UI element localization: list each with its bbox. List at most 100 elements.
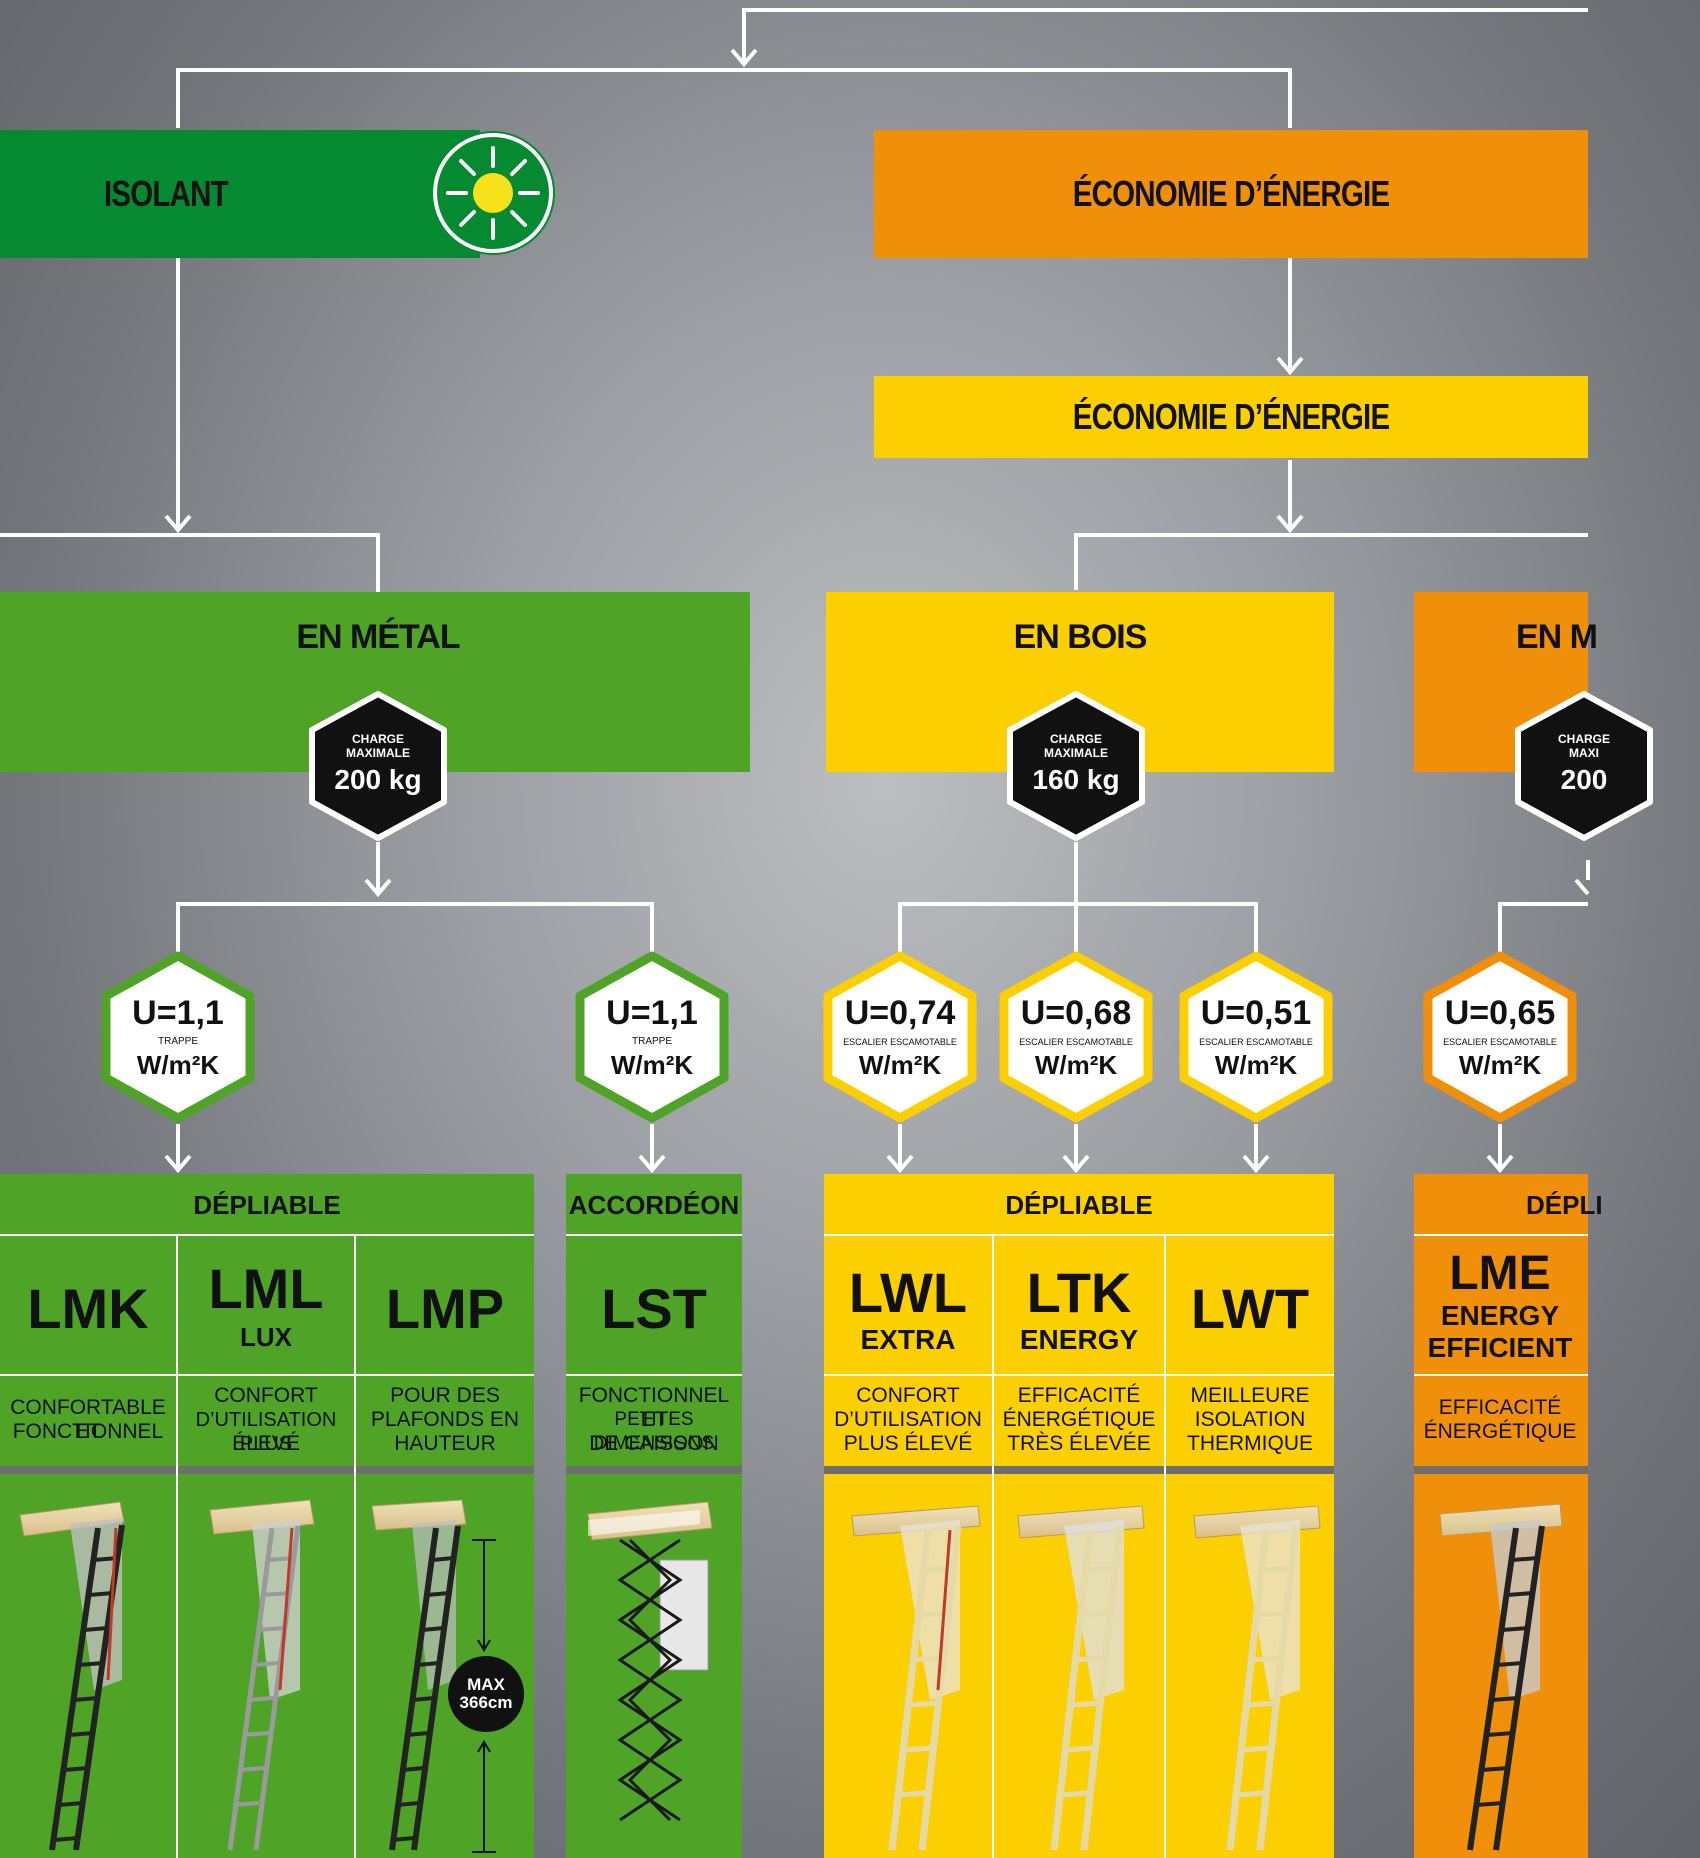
divider xyxy=(566,1374,742,1376)
economie-sub-header: ÉCONOMIE D’ÉNERGIE xyxy=(874,376,1588,458)
product-sub: EFFICIENT xyxy=(1427,1332,1573,1363)
divider xyxy=(0,1234,534,1236)
charge-label-1: CHARGE xyxy=(1557,732,1610,746)
product-sub: ENERGY xyxy=(1019,1324,1139,1355)
arrow-down-icon xyxy=(1062,1154,1090,1174)
max-height-label: MAX 366cm xyxy=(459,1675,513,1712)
arrow-heads xyxy=(164,48,1590,1174)
ladder-lwl xyxy=(851,1505,981,1851)
ladder-ltk xyxy=(1017,1505,1145,1851)
arrow-down-icon xyxy=(1486,1154,1514,1174)
charge-label-2: MAXIMALE xyxy=(1044,746,1108,760)
u-value-unit: W/m²K xyxy=(1458,1050,1542,1080)
group-title: DÉPLIABLE xyxy=(1005,1190,1153,1220)
arrow-down-icon xyxy=(1242,1154,1270,1174)
u-value-sub: ESCALIER ESCAMOTABLE xyxy=(1443,1037,1557,1047)
economie-header: ÉCONOMIE D’ÉNERGIE xyxy=(874,130,1588,258)
divider-bar xyxy=(0,1466,534,1474)
u-value-badge: U=0,51 ESCALIER ESCAMOTABLE W/m²K xyxy=(1178,950,1334,1124)
isolant-header: ISOLANT xyxy=(0,130,480,258)
charge-label-2: MAXIMALE xyxy=(346,746,410,760)
arrow-down-icon xyxy=(364,878,392,898)
divider-bar xyxy=(566,1466,742,1474)
product-sub: ENERGY xyxy=(1440,1300,1560,1331)
u-value-sub: ESCALIER ESCAMOTABLE xyxy=(843,1037,957,1047)
divider xyxy=(0,1374,534,1376)
ladder-lwt xyxy=(1193,1505,1321,1851)
charge-badge-metal: CHARGE MAXIMALE 200 kg xyxy=(306,690,450,842)
product-name: LMP xyxy=(385,1277,505,1340)
product-lwt[interactable]: LWT xyxy=(1166,1236,1334,1374)
bois-label: EN BOIS xyxy=(1013,618,1148,656)
arrow-down-icon xyxy=(164,514,192,534)
group-title: DÉPLI xyxy=(1526,1190,1603,1220)
charge-value: 200 kg xyxy=(334,764,422,795)
arrow-down-icon xyxy=(886,1154,914,1174)
metal2-label: EN M xyxy=(1516,618,1598,656)
product-name: LMK xyxy=(27,1277,149,1340)
arrow-down-icon xyxy=(638,1154,666,1174)
ladder-lme xyxy=(1439,1503,1563,1851)
charge-value: 200 xyxy=(1560,764,1608,795)
divider xyxy=(992,1234,994,1858)
product-name: LME xyxy=(1449,1247,1551,1300)
product-desc: POUR DES PLAFONDS EN HAUTEUR xyxy=(370,1384,520,1455)
product-lmk[interactable]: LMK xyxy=(0,1236,176,1374)
product-name: LST xyxy=(601,1277,707,1340)
product-ltk[interactable]: LTK ENERGY xyxy=(994,1236,1164,1374)
product-lwl[interactable]: LWL EXTRA xyxy=(824,1236,992,1374)
isolant-label: ISOLANT xyxy=(104,173,229,214)
arrow-down-icon xyxy=(164,1154,192,1174)
u-value-sub: ESCALIER ESCAMOTABLE xyxy=(1019,1037,1133,1047)
divider xyxy=(1414,1234,1588,1236)
arrow-down-icon xyxy=(1276,514,1304,534)
ladder-lmp xyxy=(371,1499,524,1853)
u-value-unit: W/m²K xyxy=(858,1050,942,1080)
divider xyxy=(1164,1234,1166,1858)
product-lst[interactable]: LST xyxy=(566,1236,742,1374)
product-name: LTK xyxy=(1026,1261,1132,1324)
charge-label-1: CHARGE xyxy=(351,732,404,746)
connector-lines xyxy=(0,0,1588,1858)
u-value-badge: U=1,1 TRAPPE W/m²K xyxy=(100,950,256,1124)
product-sub: LUX xyxy=(240,1322,292,1352)
u-value-sub: ESCALIER ESCAMOTABLE xyxy=(1199,1037,1313,1047)
u-value-sub: TRAPPE xyxy=(631,1036,672,1047)
u-value-sub: TRAPPE xyxy=(157,1036,198,1047)
charge-badge-metal2: CHARGE MAXI 200 xyxy=(1512,690,1653,842)
u-value: U=0,51 xyxy=(1200,994,1312,1032)
u-value: U=0,74 xyxy=(844,994,956,1032)
u-value: U=0,68 xyxy=(1020,994,1132,1032)
product-sub: EXTRA xyxy=(860,1324,956,1355)
u-value-unit: W/m²K xyxy=(136,1050,220,1080)
divider xyxy=(354,1234,356,1858)
u-value-badge: U=0,68 ESCALIER ESCAMOTABLE W/m²K xyxy=(998,950,1154,1124)
product-desc: EFFICACITÉ ÉNERGÉTIQUE xyxy=(1423,1396,1577,1443)
product-lml[interactable]: LML LUX xyxy=(178,1236,354,1374)
charge-value: 160 kg xyxy=(1032,764,1120,795)
u-value-badge: U=1,1 TRAPPE W/m²K xyxy=(574,950,730,1124)
economie-label: ÉCONOMIE D’ÉNERGIE xyxy=(1072,173,1390,214)
ladder-lst xyxy=(587,1501,713,1822)
divider-bar xyxy=(824,1466,1334,1474)
u-value: U=0,65 xyxy=(1444,994,1556,1032)
divider xyxy=(824,1374,1334,1376)
u-value-badge: U=0,74 ESCALIER ESCAMOTABLE W/m²K xyxy=(822,950,978,1124)
divider xyxy=(176,1234,178,1858)
u-value: U=1,1 xyxy=(606,994,698,1032)
product-desc: CONFORTABLE ET FONCTIONNEL xyxy=(10,1396,166,1443)
max-height-badge xyxy=(448,1656,524,1732)
product-name: LML xyxy=(208,1257,324,1320)
product-name: LWL xyxy=(848,1261,968,1324)
divider-bar xyxy=(1414,1466,1588,1474)
ladder-illustrations xyxy=(19,1499,1563,1853)
group-title: DÉPLIABLE xyxy=(193,1190,341,1220)
metal-label: EN MÉTAL xyxy=(296,618,460,656)
product-lme[interactable]: LME ENERGY EFFICIENT xyxy=(1414,1236,1588,1374)
group-title: ACCORDÉON xyxy=(568,1190,740,1220)
product-desc: MEILLEURE ISOLATION THERMIQUE xyxy=(1187,1384,1313,1455)
u-value-unit: W/m²K xyxy=(1214,1050,1298,1080)
arrow-down-icon xyxy=(1276,356,1304,376)
product-lmp[interactable]: LMP xyxy=(356,1236,534,1374)
charge-label-1: CHARGE xyxy=(1049,732,1102,746)
